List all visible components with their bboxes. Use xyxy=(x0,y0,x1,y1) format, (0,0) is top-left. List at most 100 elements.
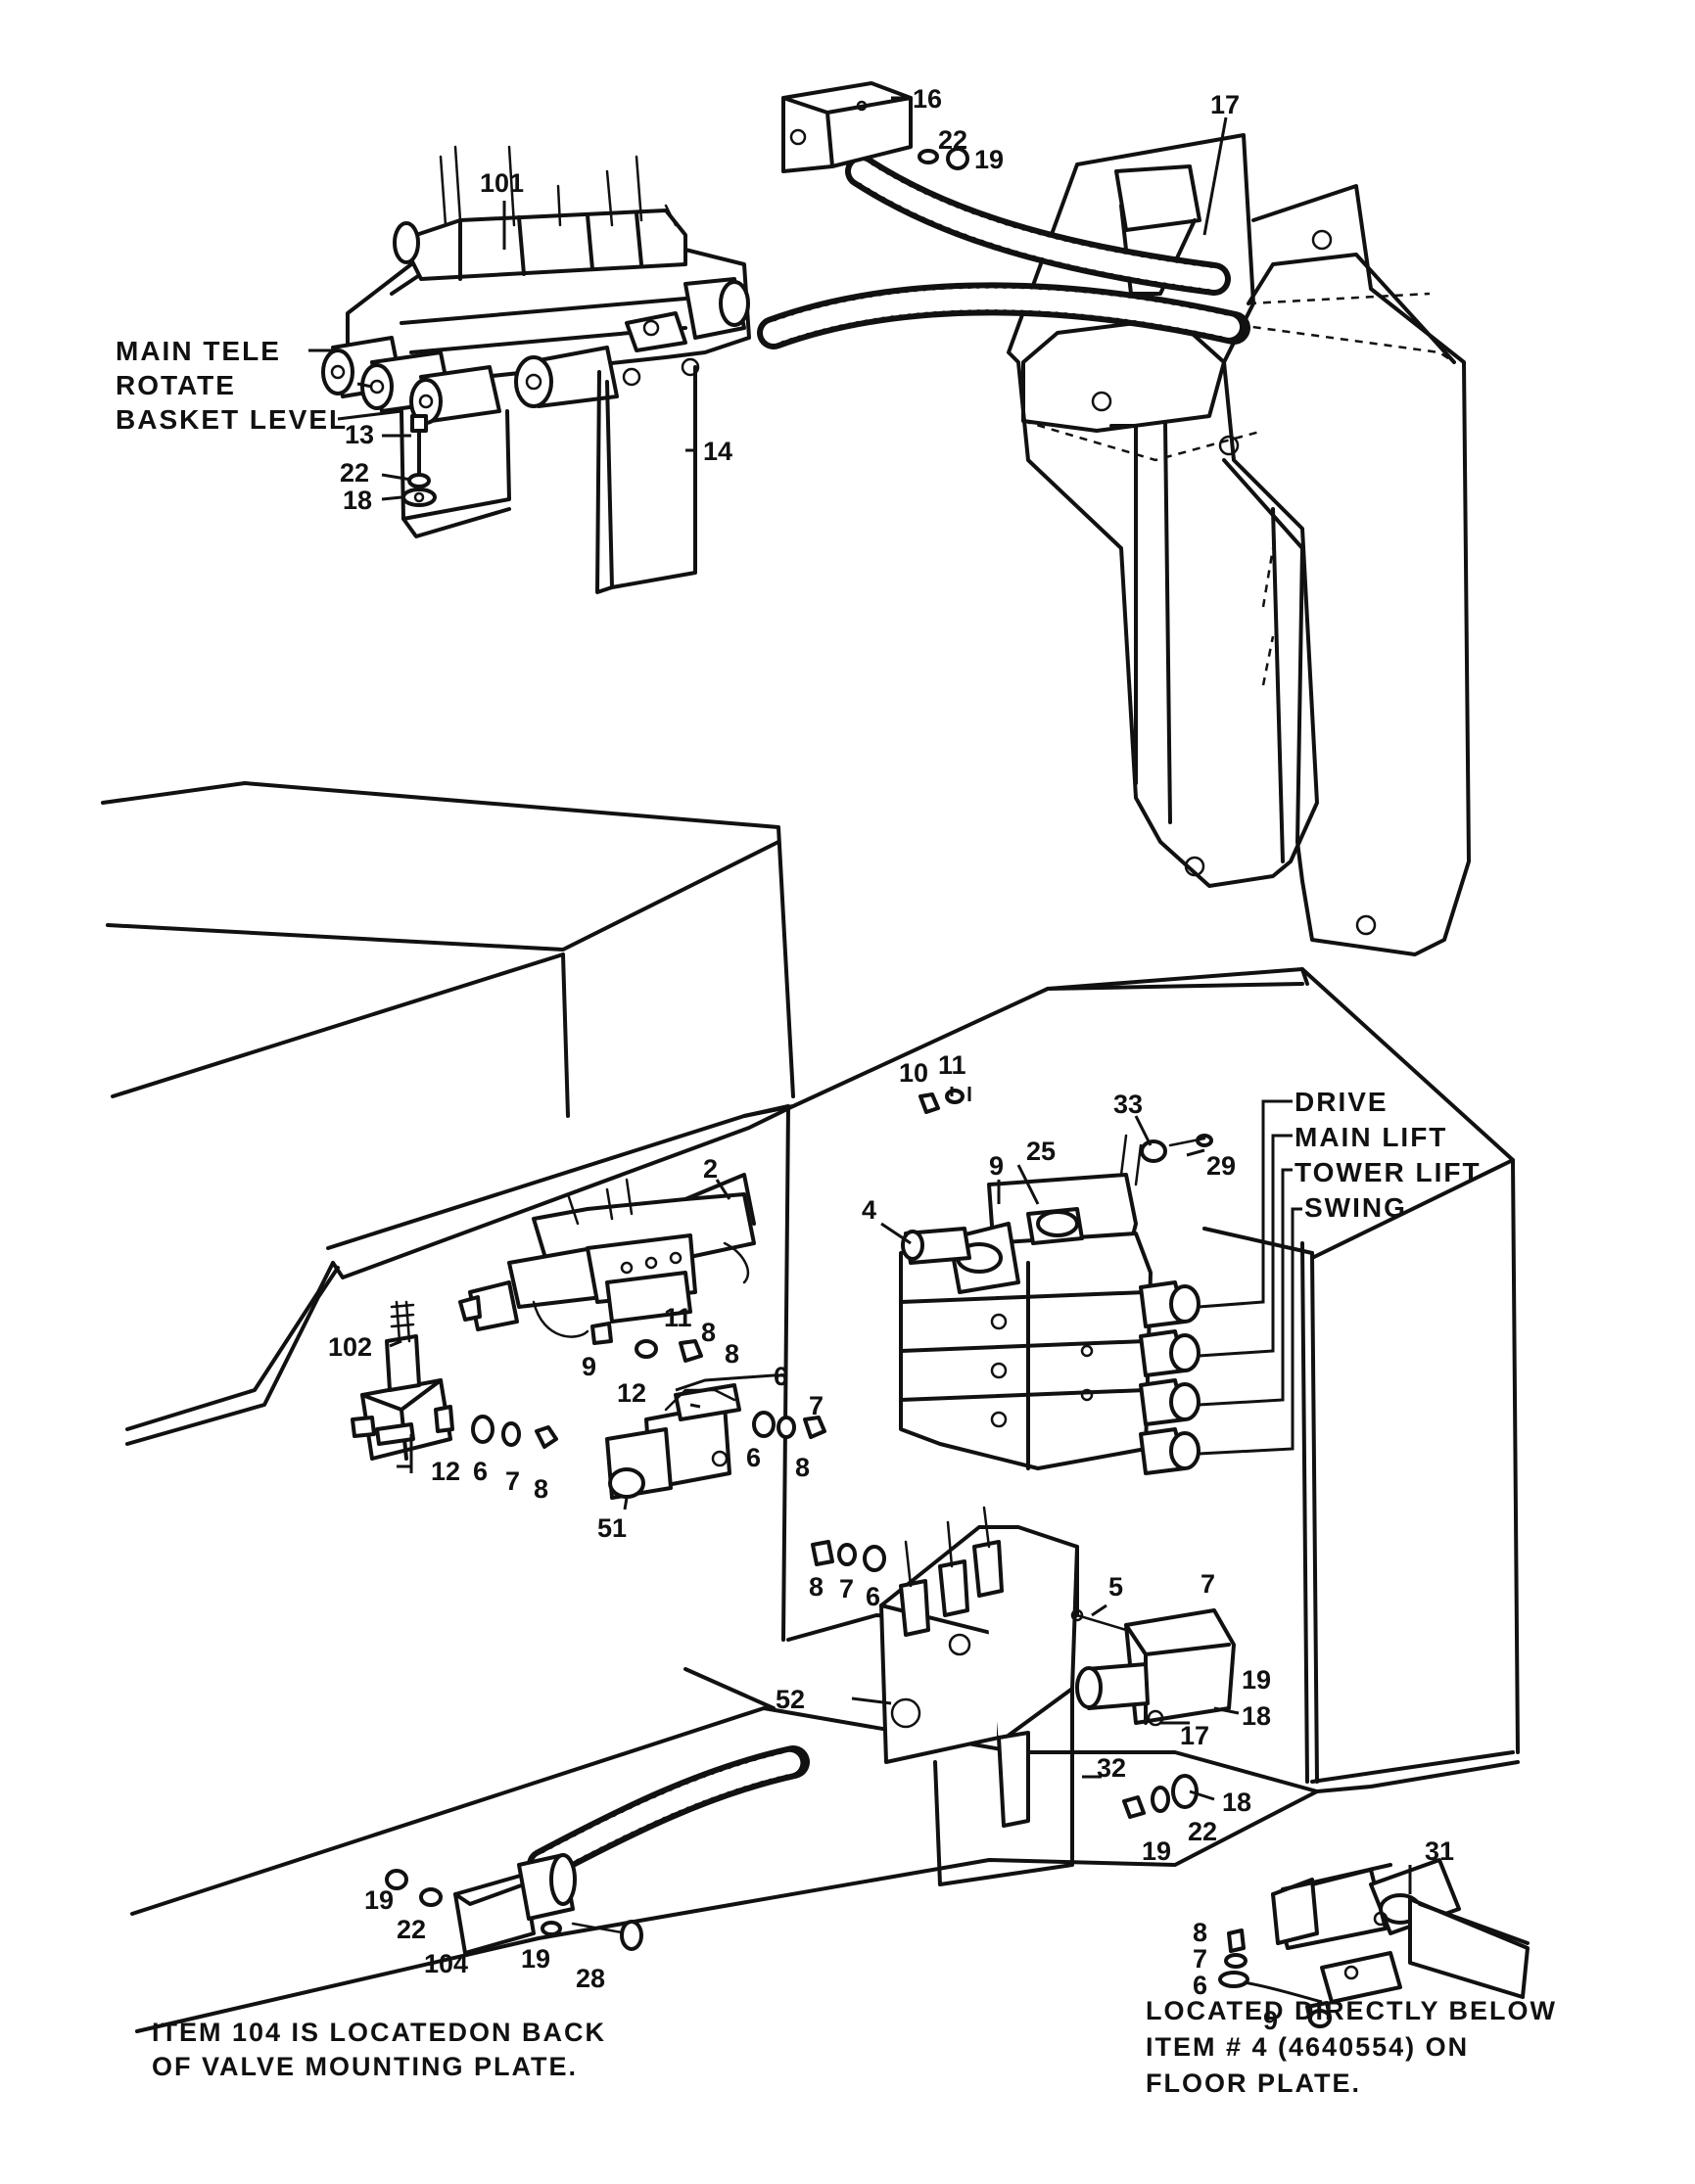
callout-6-right: 6 xyxy=(746,1443,761,1472)
upper-hose-bundle xyxy=(757,155,1250,349)
callout-leaders xyxy=(308,96,1412,1894)
callout-17-top: 17 xyxy=(1210,90,1240,119)
callout-22-plate: 22 xyxy=(1188,1817,1217,1846)
callout-11-mid: 11 xyxy=(664,1303,692,1332)
note-right-line-2: ITEM # 4 (4640554) ON xyxy=(1146,2032,1469,2062)
note-left-line-2: OF VALVE MOUNTING PLATE. xyxy=(152,2052,578,2081)
basket-valve-bank xyxy=(321,145,751,425)
callout-7-mid: 7 xyxy=(809,1391,824,1420)
callout-18-plate: 18 xyxy=(1222,1788,1251,1817)
callout-22-104: 22 xyxy=(397,1915,426,1944)
callout-5: 5 xyxy=(1108,1572,1123,1602)
callout-9-bottom: 9 xyxy=(1263,2006,1278,2035)
valve-51 xyxy=(605,1383,741,1500)
hardware-8-7-6-9-bottom xyxy=(1218,1928,1332,2028)
callout-9-top: 9 xyxy=(989,1151,1004,1181)
callout-labels-top: 101 16 22 19 17 13 22 18 14 xyxy=(340,84,1240,515)
lower-hose xyxy=(527,1745,810,1882)
callout-32: 32 xyxy=(1097,1753,1126,1783)
callout-13: 13 xyxy=(345,420,374,449)
callout-8-bottom: 8 xyxy=(1193,1918,1207,1947)
callout-7-52: 7 xyxy=(839,1574,854,1603)
valve-102 xyxy=(351,1300,452,1461)
mounting-bracket-14 xyxy=(400,357,700,594)
manifold-52 xyxy=(879,1506,1079,1828)
callout-31: 31 xyxy=(1425,1836,1454,1866)
callout-33: 33 xyxy=(1113,1090,1143,1119)
callout-102: 102 xyxy=(328,1332,372,1362)
callout-12-mid: 12 xyxy=(617,1378,646,1408)
callout-11-top: 11 xyxy=(938,1050,966,1080)
fitting-chain-12-6-7-8-left xyxy=(434,1405,558,1449)
callout-8-left: 8 xyxy=(534,1474,548,1504)
callout-4: 4 xyxy=(862,1195,876,1225)
label-rotate: ROTATE xyxy=(116,370,236,400)
callout-17-valve: 17 xyxy=(1180,1721,1209,1750)
label-basket-level: BASKET LEVEL xyxy=(116,404,348,435)
function-leaders-main xyxy=(1198,1099,1302,1456)
label-swing: SWING xyxy=(1304,1192,1407,1223)
callout-6-bottom: 6 xyxy=(1193,1971,1207,2000)
callout-16: 16 xyxy=(913,84,942,114)
hardware-18-22-19-mid xyxy=(1122,1774,1199,1819)
function-labels-main: DRIVE MAIN LIFT TOWER LIFT SWING xyxy=(1295,1087,1482,1223)
note-left-line-1: ITEM 104 IS LOCATEDON BACK xyxy=(152,2018,606,2047)
callout-19-104b: 19 xyxy=(521,1944,550,1974)
callout-labels-main: 10 11 9 25 33 29 2 4 102 11 8 9 8 6 12 7… xyxy=(328,1050,1454,2035)
callout-52: 52 xyxy=(776,1685,805,1714)
label-main-lift: MAIN LIFT xyxy=(1295,1122,1447,1152)
bolt-stack-13-22-18 xyxy=(401,414,437,507)
callout-22-top: 22 xyxy=(938,125,967,155)
fitting-chain-8-7-6-52 xyxy=(811,1540,886,1572)
callout-104: 104 xyxy=(424,1949,468,1978)
junction-block-16 xyxy=(781,81,913,173)
callout-10: 10 xyxy=(899,1058,928,1088)
callout-8-mid-a: 8 xyxy=(701,1318,716,1347)
note-left: ITEM 104 IS LOCATEDON BACK OF VALVE MOUN… xyxy=(152,2018,606,2081)
callout-18-valve: 18 xyxy=(1242,1701,1271,1731)
callout-19-valve: 19 xyxy=(1242,1665,1271,1695)
valve-7 xyxy=(1070,1608,1236,1727)
deck-box xyxy=(101,781,1520,2033)
callout-6-52: 6 xyxy=(866,1582,880,1611)
callout-7-left: 7 xyxy=(505,1466,520,1496)
callout-51: 51 xyxy=(597,1513,627,1543)
callout-8-right: 8 xyxy=(795,1453,810,1482)
callout-101: 101 xyxy=(480,168,524,198)
callout-8-mid-b: 8 xyxy=(725,1339,739,1369)
note-right-line-1: LOCATED DIRECTLY BELOW xyxy=(1146,1996,1557,2025)
connector-104 xyxy=(385,1853,643,1955)
nut-washer-22-19-top xyxy=(918,147,969,170)
hardware-10-11-33-29 xyxy=(918,1089,1213,1163)
main-valve-bank xyxy=(899,1134,1201,1475)
callout-6-left: 6 xyxy=(473,1457,488,1486)
callout-6-mid: 6 xyxy=(774,1362,788,1391)
tower-bracket xyxy=(1007,133,1471,956)
label-drive: DRIVE xyxy=(1295,1087,1389,1117)
label-main-tele: MAIN TELE xyxy=(116,336,281,366)
note-right: LOCATED DIRECTLY BELOW ITEM # 4 (4640554… xyxy=(1146,1996,1557,2098)
callout-14: 14 xyxy=(703,437,732,466)
note-right-line-3: FLOOR PLATE. xyxy=(1146,2068,1361,2098)
callout-8-52: 8 xyxy=(809,1572,824,1602)
callout-12-left: 12 xyxy=(431,1457,460,1486)
callout-18-bolt: 18 xyxy=(343,486,372,515)
callout-7-valve: 7 xyxy=(1201,1569,1215,1599)
callout-19-top: 19 xyxy=(974,145,1004,174)
function-labels-top: MAIN TELE ROTATE BASKET LEVEL xyxy=(116,336,348,435)
fitting-chain-9-11-8 xyxy=(590,1322,703,1363)
label-tower-lift: TOWER LIFT xyxy=(1295,1157,1482,1187)
callout-19-104: 19 xyxy=(364,1885,394,1915)
callout-19-plate: 19 xyxy=(1142,1836,1171,1866)
mounting-plate-32 xyxy=(933,1687,1074,1886)
callout-28: 28 xyxy=(576,1964,605,1993)
callout-25: 25 xyxy=(1026,1137,1056,1166)
callout-9-mid: 9 xyxy=(582,1352,596,1381)
fitting-chain-6-7-8-right xyxy=(752,1411,826,1439)
callout-29: 29 xyxy=(1206,1151,1236,1181)
valve-2 xyxy=(458,1173,756,1338)
callout-7-bottom: 7 xyxy=(1193,1944,1207,1974)
callout-2: 2 xyxy=(703,1154,718,1184)
callout-22-bolt: 22 xyxy=(340,458,369,488)
